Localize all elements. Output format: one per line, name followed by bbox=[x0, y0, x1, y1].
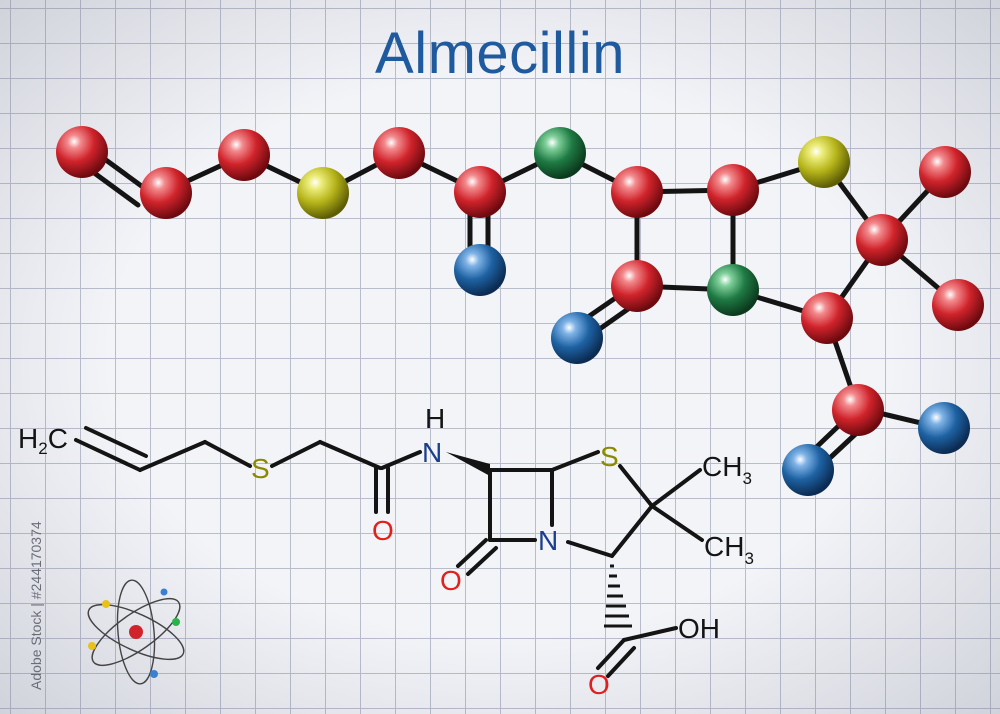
atom-sulfur bbox=[798, 136, 850, 188]
label-lactam-oxygen: O bbox=[440, 565, 462, 596]
atom-carbon bbox=[919, 146, 971, 198]
formula-bond bbox=[84, 426, 148, 458]
atom-carbon bbox=[932, 279, 984, 331]
atom-oxygen bbox=[782, 444, 834, 496]
atom-icon bbox=[87, 579, 185, 685]
atom-carbon bbox=[140, 167, 192, 219]
label-sulfur-ring: S bbox=[600, 441, 619, 472]
label-hydroxyl: OH bbox=[678, 613, 720, 644]
atom-carbon bbox=[611, 166, 663, 218]
atom-carbon bbox=[832, 384, 884, 436]
label-h2c: H2C bbox=[18, 423, 68, 458]
atom-carbon bbox=[218, 129, 270, 181]
label-ring-nitrogen: N bbox=[538, 525, 558, 556]
formula-bond bbox=[650, 504, 704, 542]
atom-oxygen bbox=[454, 244, 506, 296]
atom-sulfur bbox=[297, 167, 349, 219]
page-title: Almecillin bbox=[375, 21, 625, 86]
wedge-bond bbox=[446, 452, 490, 476]
atom-carbon bbox=[56, 126, 108, 178]
formula-bond bbox=[380, 450, 422, 470]
formula-bond bbox=[138, 440, 207, 472]
formula-bond bbox=[203, 440, 252, 468]
formula-bond bbox=[270, 440, 322, 468]
formula-bond bbox=[650, 468, 702, 508]
formula-bond bbox=[566, 540, 614, 558]
atom-carbon bbox=[611, 260, 663, 312]
formula-bond bbox=[318, 440, 382, 470]
formula-bond bbox=[74, 438, 142, 472]
label-acid-oxygen: O bbox=[588, 669, 610, 700]
label-methyl-bottom: CH3 bbox=[704, 531, 754, 568]
skeletal-formula bbox=[74, 426, 704, 678]
label-nh-nitrogen: N bbox=[422, 437, 442, 468]
formula-bond bbox=[466, 546, 498, 576]
formula-bond bbox=[596, 638, 626, 670]
formula-bond bbox=[622, 626, 678, 642]
atom-nitrogen bbox=[534, 127, 586, 179]
model-atoms bbox=[56, 126, 984, 496]
atom-oxygen bbox=[551, 312, 603, 364]
formula-bond bbox=[610, 504, 654, 558]
atom-carbon bbox=[856, 214, 908, 266]
label-methyl-top: CH3 bbox=[702, 451, 752, 488]
atom-carbon bbox=[707, 164, 759, 216]
atom-nitrogen bbox=[707, 264, 759, 316]
atom-carbon bbox=[373, 127, 425, 179]
formula-labels: H2C S H N O S CH3 N O CH3 OH O bbox=[18, 403, 754, 700]
label-amide-oxygen: O bbox=[372, 515, 394, 546]
hashed-bond bbox=[604, 564, 632, 628]
atom-carbon bbox=[454, 166, 506, 218]
formula-bond bbox=[456, 538, 488, 568]
label-nh-hydrogen: H bbox=[425, 403, 445, 434]
label-sulfur-chain: S bbox=[251, 453, 270, 484]
atom-oxygen bbox=[918, 402, 970, 454]
formula-bond bbox=[618, 464, 654, 508]
atom-carbon bbox=[801, 292, 853, 344]
formula-bond bbox=[606, 646, 636, 678]
formula-bond bbox=[550, 450, 600, 472]
